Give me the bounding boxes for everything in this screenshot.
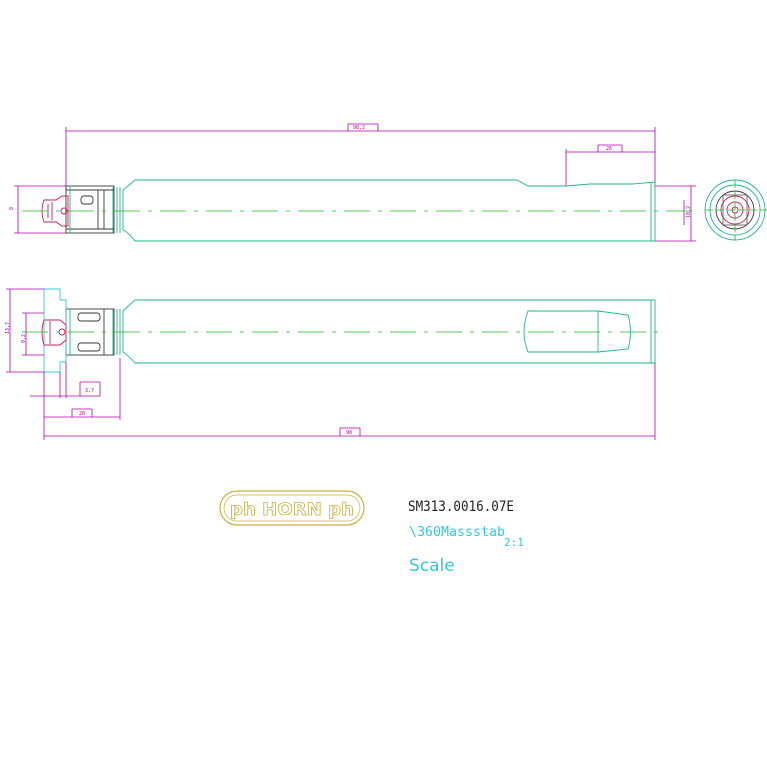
- dimension-left-height: [14, 185, 66, 234]
- horn-logo: ph HORN ph: [219, 490, 365, 526]
- part-number: SM313.0016.07E: [408, 499, 514, 515]
- dimension-side-bottom: [30, 358, 656, 440]
- dim-label-shank-diameter: 10,2: [686, 206, 692, 218]
- shank-body-top: [112, 179, 656, 242]
- end-view: [704, 179, 767, 241]
- scale-note: \360Massstab: [409, 525, 505, 540]
- dimension-shank-diameter: [655, 185, 696, 242]
- dim-label-clamp-length: 28: [79, 411, 85, 417]
- top-view: 98,2 26 8 10,2: [9, 123, 700, 242]
- dim-label-overall-top: 98,2: [353, 125, 365, 131]
- cutting-insert-side: [41, 319, 67, 346]
- scale-label: Scale: [409, 556, 455, 576]
- dim-label-overall-bottom: 98: [346, 430, 352, 436]
- dim-label-left-height: 8: [9, 207, 15, 210]
- dim-label-left-offset: 0,2: [21, 334, 27, 343]
- side-view: 13,7 0,2 3,7 28 98: [5, 288, 665, 440]
- dimension-flat-length: [565, 144, 655, 186]
- clamping-head-top: [65, 185, 115, 234]
- shank-body-side: [112, 299, 656, 364]
- dim-label-left-height-bottom: 13,7: [5, 322, 11, 334]
- logo-text: ph HORN ph: [230, 500, 354, 520]
- dimension-side-left: [6, 288, 44, 373]
- scale-ratio: 2:1: [504, 536, 524, 549]
- dim-label-flat-length: 26: [606, 146, 612, 152]
- cut-profile: [43, 288, 67, 373]
- dim-label-head-length: 3,7: [85, 388, 94, 394]
- dimension-overall-length-top: [65, 123, 656, 190]
